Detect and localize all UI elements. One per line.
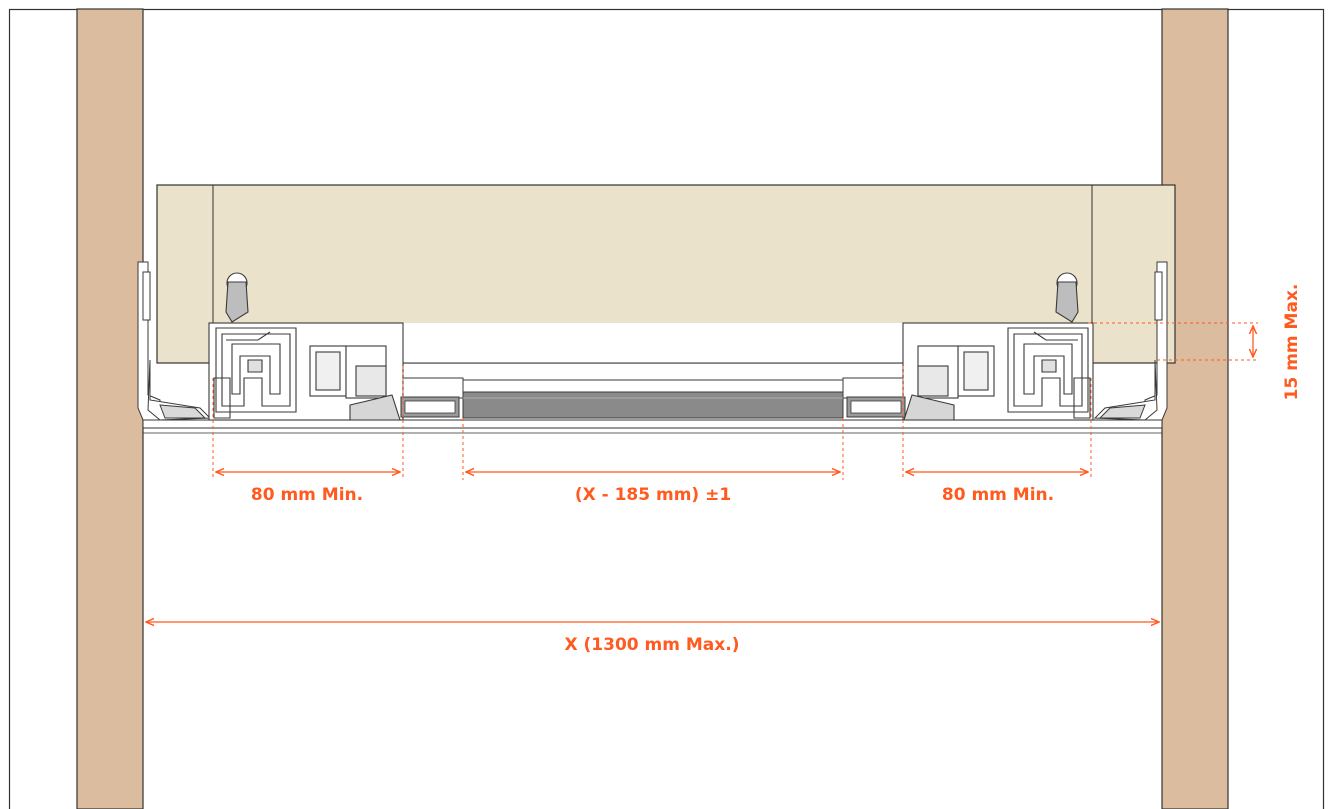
left-locking-device — [208, 272, 404, 421]
left-runner-rail — [137, 261, 212, 421]
right-locking-device — [902, 272, 1094, 421]
right-cabinet-panel — [1161, 8, 1229, 809]
dimension-extension-lines — [212, 322, 1258, 480]
synchronization-rod — [400, 377, 906, 419]
drawer-box — [156, 184, 1176, 364]
right-min-label: 80 mm Min. — [942, 485, 1054, 505]
height-max-label: 15 mm Max. — [1282, 284, 1302, 401]
left-cabinet-panel — [76, 8, 144, 809]
center-dimension-label: (X - 185 mm) ±1 — [575, 485, 731, 505]
dimension-lines — [146, 326, 1253, 622]
runner-base — [142, 419, 1163, 434]
left-min-label: 80 mm Min. — [251, 485, 363, 505]
right-runner-rail — [1093, 261, 1168, 421]
overall-width-label: X (1300 mm Max.) — [565, 635, 740, 655]
